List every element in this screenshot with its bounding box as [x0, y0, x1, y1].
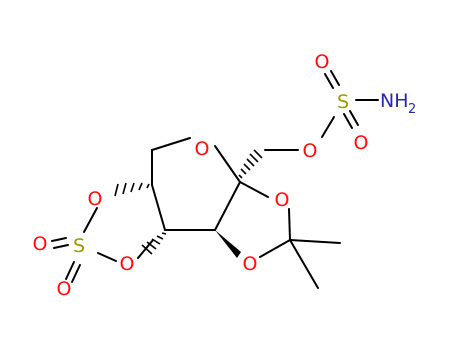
- bond-s-o-bottom-2: [71, 264, 81, 283]
- bond-lines: [51, 70, 379, 289]
- sulfate-bottom-oxygen-label: O: [57, 278, 72, 300]
- bond-o-upper-cme2: [288, 208, 291, 241]
- bond-s-o-bottom-1: [343, 113, 353, 129]
- bond-s-o-left-2: [53, 244, 69, 249]
- hashed-wedge-c1-ch2: [238, 149, 263, 179]
- bond-s-o-lower: [97, 252, 117, 262]
- bond-ring-o-c1: [214, 145, 241, 183]
- ring-oxygen-label: O: [195, 138, 210, 160]
- hashed-wedge-c4-o: [114, 182, 150, 197]
- bond-o-s: [321, 116, 335, 138]
- bond-c5-ring-o: [151, 137, 191, 151]
- bond-c1-c2: [214, 181, 241, 231]
- bond-o-upper-s: [83, 207, 98, 233]
- bond-cme2-methyl-a: [289, 239, 341, 244]
- acetonide-upper-oxygen-label: O: [275, 189, 290, 211]
- sulfamate-bottom-oxygen-label: O: [354, 132, 369, 154]
- sulfamate-sulfur-label: S: [337, 91, 349, 113]
- bond-s-o-bottom-1: [65, 261, 75, 280]
- cyclic-sulfate-lower-oxygen-label: O: [120, 253, 135, 275]
- bond-c3-c4: [151, 184, 166, 231]
- bond-cme2-o-lower: [259, 239, 291, 258]
- bond-c1-o-upper: [239, 181, 269, 198]
- bond-s-o-top-2: [330, 70, 340, 86]
- acetonide-lower-oxygen-label: O: [243, 253, 258, 275]
- cyclic-sulfate-upper-oxygen-label: O: [88, 188, 103, 210]
- hashed-wedge-c3-o: [141, 232, 167, 255]
- sulfamate-ester-oxygen-label: O: [303, 140, 318, 162]
- amine-subscript: 2: [408, 102, 416, 117]
- bond-cme2-methyl-b: [289, 239, 319, 289]
- amine-label: NH: [380, 90, 409, 112]
- stereo-bonds: [114, 149, 263, 258]
- atom-labels: O O S O O NH 2 O S O O O O O: [33, 51, 417, 300]
- bond-s-o-bottom-2: [349, 110, 359, 126]
- sulfamate-top-oxygen-label: O: [315, 51, 330, 73]
- bond-s-o-left-1: [51, 237, 67, 242]
- solid-wedge-c2-o: [215, 230, 241, 258]
- bond-s-o-top-1: [324, 73, 334, 89]
- sulfate-left-oxygen-label: O: [33, 233, 48, 255]
- cyclic-sulfate-sulfur-label: S: [73, 235, 85, 257]
